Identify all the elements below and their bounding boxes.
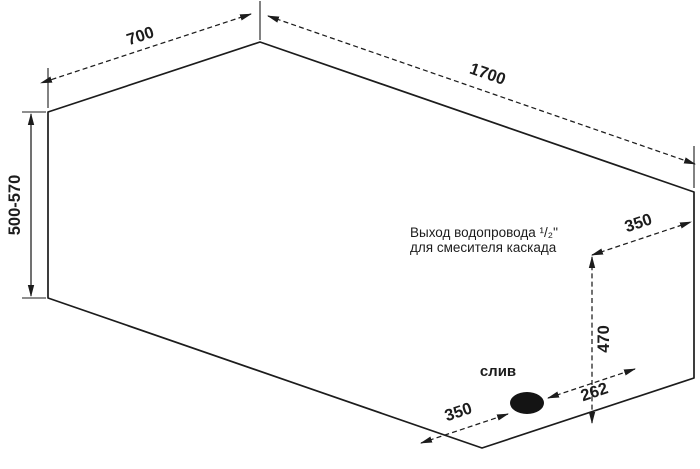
drain-label: слив [480,363,516,380]
dim-outlet-offset-350: 350 [591,210,692,256]
dim-width-700-line [40,13,252,84]
dim-drain-262-label: 262 [579,379,611,405]
outlet-note-line2: для смесителя каскада [410,240,557,255]
dim-outlet-height-470: 470 [588,256,613,424]
dim-drain-350: 350 [420,399,509,444]
dim-drain-350-label: 350 [443,399,475,425]
outlet-note: Выход водопровода ¹/₂'' для смесителя ка… [410,225,558,255]
dim-length-1700-line [267,15,696,165]
dim-height-500-570: 500-570 [6,113,35,297]
dim-outlet-offset-350-line [591,221,692,256]
dim-length-1700-label: 1700 [467,60,508,89]
extension-lines [22,1,695,299]
outlet-note-line1: Выход водопровода ¹/₂'' [410,225,558,240]
drain-group: слив [480,363,544,414]
drain-hole [510,392,544,414]
dim-height-500-570-label: 500-570 [6,175,24,236]
bathtub-outline [47,41,695,449]
dim-drain-350-line [420,413,509,444]
dim-width-700-label: 700 [125,23,157,49]
dim-outlet-offset-350-label: 350 [623,210,655,236]
dim-drain-262-line [547,368,636,399]
dim-outlet-height-470-label: 470 [595,325,613,353]
dim-width-700: 700 [40,13,252,84]
dim-length-1700: 1700 [267,15,696,165]
